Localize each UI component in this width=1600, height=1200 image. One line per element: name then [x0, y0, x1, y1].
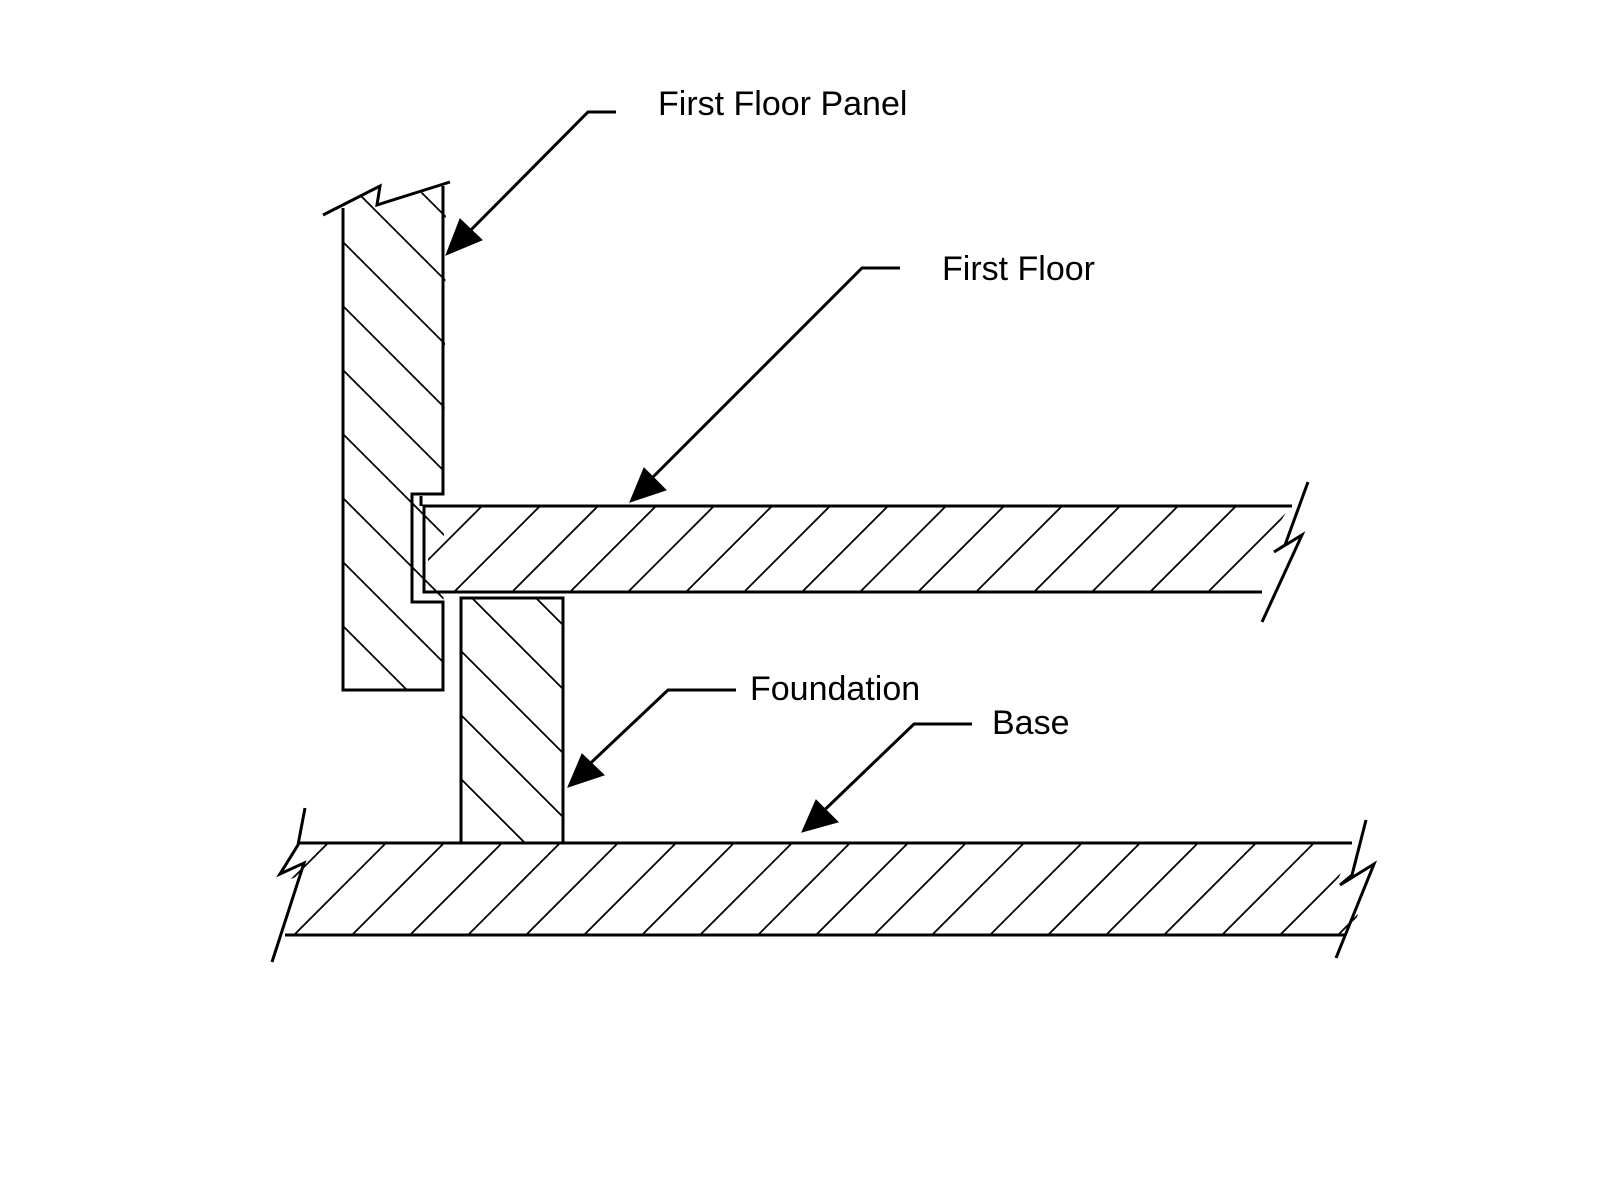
foundation: [459, 596, 973, 845]
base-label: Base: [992, 704, 1070, 742]
hatch-line: [461, 649, 563, 755]
hatch-line: [1207, 506, 1290, 592]
hatch-line: [1279, 843, 1372, 935]
first-floor-break-line: [1260, 481, 1310, 623]
hatch-line: [569, 506, 657, 592]
hatch-line: [453, 506, 541, 592]
hatch-line: [743, 506, 831, 592]
hatch-line: [801, 506, 889, 592]
hatch-line: [343, 186, 446, 690]
hatch-line: [343, 186, 446, 690]
hatch-line: [1396, 843, 1488, 935]
hatch-line: [1033, 506, 1121, 592]
hatch-line: [931, 843, 1025, 935]
hatch-line: [685, 506, 773, 592]
first-floor-panel: [322, 180, 1367, 692]
hatch-line: [665, 180, 1175, 690]
hatch-line: [343, 186, 344, 690]
hatch-line: [343, 186, 408, 690]
first-floor-panel-break-line: [322, 180, 451, 217]
hatch-line: [282, 843, 329, 935]
hatch-line: [989, 843, 1083, 935]
base-slab: [178, 807, 1546, 963]
hatch-line: [473, 180, 983, 690]
base-leader: [801, 722, 972, 833]
first-floor-label: First Floor: [942, 250, 1095, 288]
hatch-line: [815, 843, 909, 935]
hatch-line: [664, 598, 909, 843]
first-floor-panel-label: First Floor Panel: [658, 85, 907, 123]
foundation-label: Foundation: [750, 670, 920, 708]
hatch-line: [511, 506, 599, 592]
hatch-line: [461, 777, 526, 843]
base-left-break-line: [270, 807, 307, 963]
hatch-line: [627, 506, 715, 592]
hatch-line: [1149, 506, 1237, 592]
hatch-line: [728, 598, 973, 843]
hatch-line: [757, 843, 851, 935]
first-floor-arrow-icon: [629, 467, 667, 503]
base-hatch: [178, 843, 1546, 935]
hatch-line: [583, 843, 677, 935]
hatch-line: [1105, 843, 1199, 935]
hatch-line: [917, 506, 1005, 592]
hatch-line: [428, 506, 483, 592]
hatch-line: [859, 506, 947, 592]
hatch-line: [471, 598, 563, 691]
hatch-line: [535, 598, 563, 627]
first-floor-leader: [629, 266, 900, 503]
hatch-line: [343, 186, 446, 690]
foundation-hatch: [461, 598, 973, 843]
hatch-line: [873, 843, 967, 935]
hatch-line: [1091, 506, 1179, 592]
hatch-line: [857, 180, 1367, 690]
first-floor-panel-leader: [445, 110, 616, 256]
foundation-arrow-icon: [567, 753, 605, 788]
hatch-line: [293, 843, 387, 935]
hatch-line: [1163, 843, 1257, 935]
hatch-line: [641, 843, 735, 935]
hatch-line: [1221, 843, 1315, 935]
hatch-line: [178, 843, 270, 935]
hatch-line: [351, 843, 445, 935]
hatch-line: [1337, 843, 1372, 935]
hatch-line: [525, 843, 619, 935]
first-floor-hatch: [428, 506, 1410, 592]
hatch-line: [344, 186, 446, 690]
hatch-line: [975, 506, 1063, 592]
hatch-line: [1047, 843, 1141, 935]
base-arrow-icon: [801, 799, 839, 833]
base-right-break-line: [1334, 819, 1378, 959]
foundation-leader: [567, 688, 736, 788]
hatch-line: [1324, 506, 1410, 592]
hatch-line: [467, 843, 561, 935]
hatch-line: [461, 713, 563, 819]
hatch-line: [699, 843, 793, 935]
hatch-line: [408, 186, 446, 690]
hatch-line: [343, 186, 446, 690]
hatch-line: [343, 186, 446, 690]
first-floor-panel-hatch: [343, 180, 1367, 690]
hatch-line: [1454, 843, 1546, 935]
hatch-line: [409, 843, 503, 935]
first-floor-panel-arrow-icon: [445, 218, 483, 256]
first-floor-slab: [419, 481, 1410, 623]
hatch-line: [461, 841, 462, 843]
